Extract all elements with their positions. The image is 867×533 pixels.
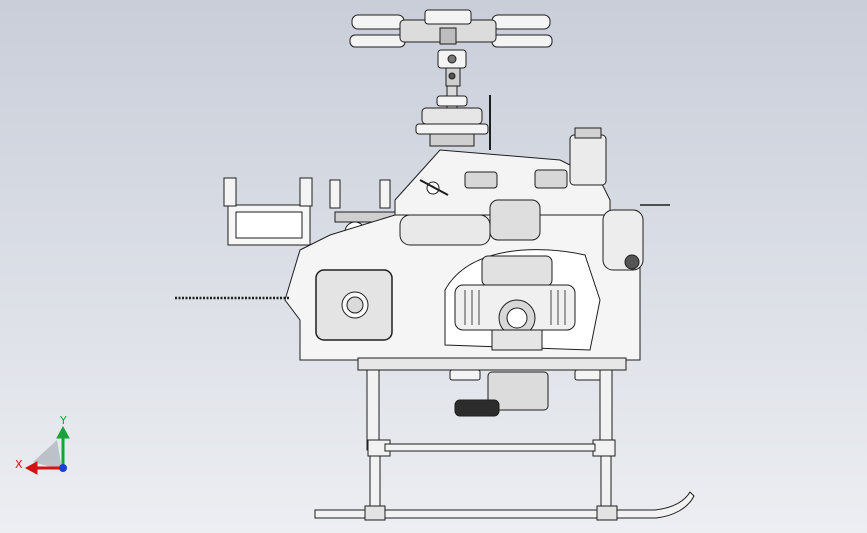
- upper-frame[interactable]: [394, 127, 611, 216]
- x-axis-label: X: [15, 458, 23, 471]
- tail-boom-rod[interactable]: [175, 204, 670, 300]
- bottom-plate[interactable]: [357, 357, 627, 417]
- y-axis-arrowhead: [56, 425, 70, 439]
- x-axis-arrowhead: [24, 461, 38, 475]
- landing-gear[interactable]: [314, 369, 695, 521]
- main-rotor-head[interactable]: [349, 9, 553, 87]
- engine[interactable]: [454, 255, 576, 351]
- triad-plane-shadow: [33, 440, 62, 470]
- z-axis-dot: [59, 464, 67, 472]
- swashplate-assembly[interactable]: [415, 85, 491, 150]
- y-axis-label: Y: [59, 414, 67, 427]
